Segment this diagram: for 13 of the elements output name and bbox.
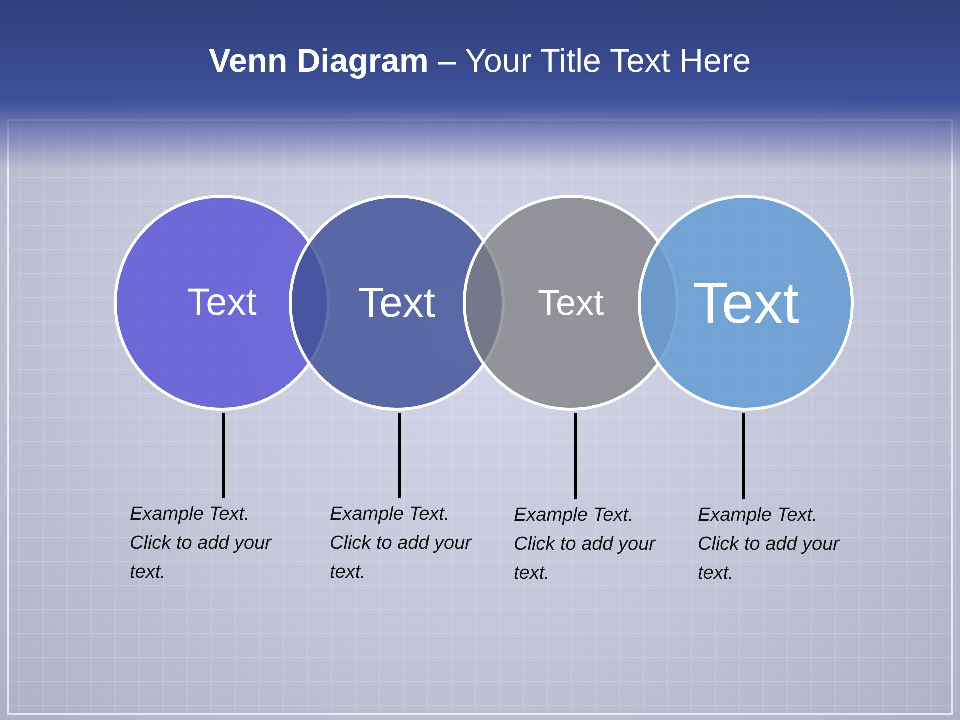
circle-label: Text bbox=[692, 270, 800, 336]
connector-line bbox=[222, 413, 226, 498]
connector-line bbox=[742, 413, 746, 499]
circle-label: Text bbox=[358, 279, 436, 327]
slide-title: Venn Diagram – Your Title Text Here bbox=[208, 42, 752, 80]
circle-label: Text bbox=[538, 282, 604, 324]
connector-line bbox=[574, 413, 578, 499]
description-text: Example Text. Click to add your text. bbox=[514, 501, 664, 588]
description-text: Example Text. Click to add your text. bbox=[130, 500, 280, 587]
description-text: Example Text. Click to add your text. bbox=[330, 500, 480, 587]
connector-line bbox=[398, 413, 402, 498]
circle-label: Text bbox=[187, 282, 257, 324]
description-text: Example Text. Click to add your text. bbox=[698, 501, 848, 588]
